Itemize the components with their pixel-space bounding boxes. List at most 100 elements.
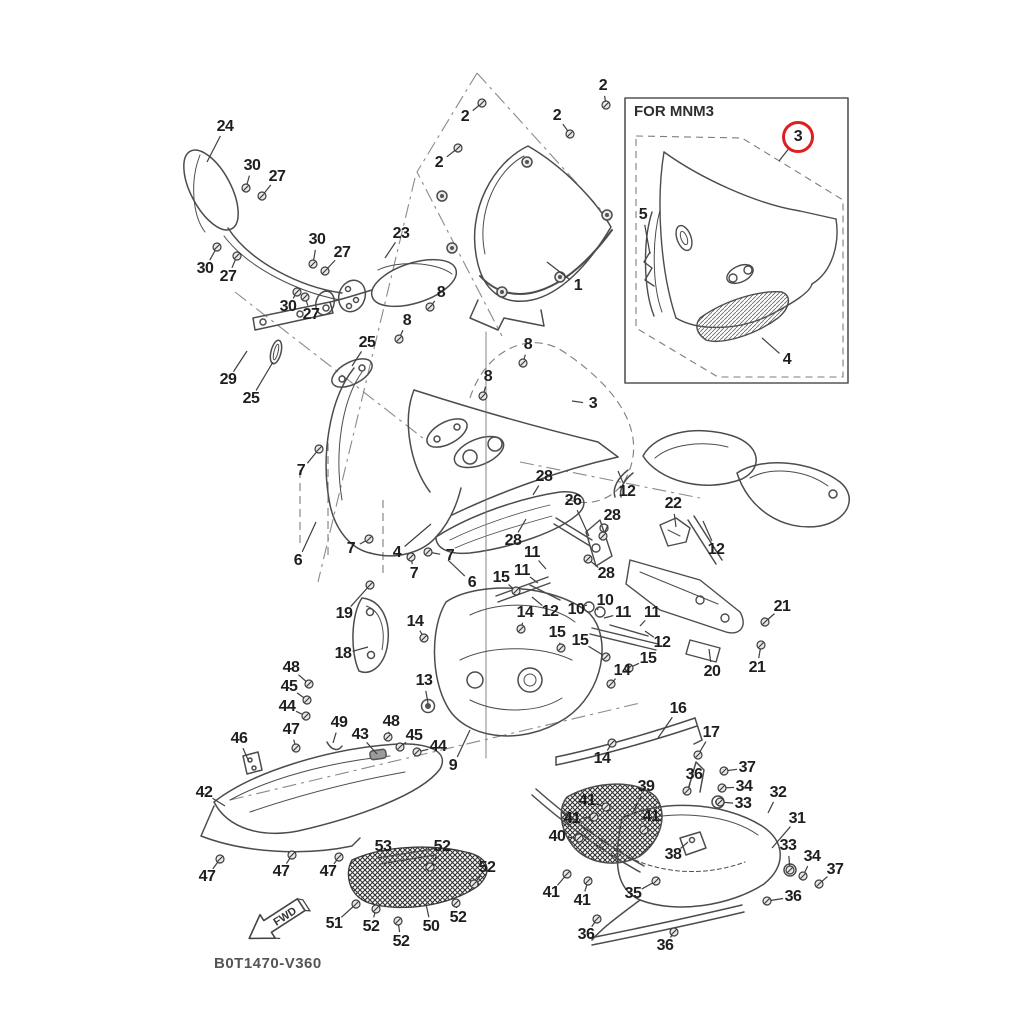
part-callout-48: 48 bbox=[282, 659, 300, 676]
part-callout-44: 44 bbox=[278, 698, 296, 715]
part-callout-47: 47 bbox=[198, 868, 216, 885]
part-callout-26: 26 bbox=[564, 492, 582, 509]
lower-strip-part bbox=[555, 717, 703, 766]
part-callout-30: 30 bbox=[243, 157, 261, 174]
part-callout-2: 2 bbox=[460, 108, 470, 125]
part-callout-29: 29 bbox=[219, 371, 237, 388]
part-callout-27: 27 bbox=[219, 268, 237, 285]
part-callout-28: 28 bbox=[535, 468, 553, 485]
part-callout-24: 24 bbox=[216, 118, 234, 135]
part-callout-17: 17 bbox=[702, 724, 720, 741]
part-callout-14: 14 bbox=[406, 613, 424, 630]
mirror-parts bbox=[183, 149, 468, 448]
part-callout-40: 40 bbox=[548, 828, 566, 845]
part-callout-47: 47 bbox=[272, 863, 290, 880]
part-callout-11: 11 bbox=[615, 604, 631, 621]
part-callout-10: 10 bbox=[567, 601, 585, 618]
part-callout-44: 44 bbox=[429, 738, 447, 755]
dashed-planes bbox=[299, 342, 634, 575]
part-callout-12: 12 bbox=[541, 603, 559, 620]
part-callout-12: 12 bbox=[707, 541, 725, 558]
part-callout-14: 14 bbox=[613, 662, 631, 679]
part-callout-52: 52 bbox=[433, 838, 451, 855]
part-callout-7: 7 bbox=[409, 565, 419, 582]
under-cowl-parts bbox=[200, 741, 443, 853]
part-callout-8: 8 bbox=[402, 312, 412, 329]
part-callout-41: 41 bbox=[642, 808, 660, 825]
part-callout-21: 21 bbox=[748, 659, 766, 676]
part-callout-35: 35 bbox=[624, 885, 642, 902]
part-callout-15: 15 bbox=[492, 569, 510, 586]
part-callout-2: 2 bbox=[434, 154, 444, 171]
part-callout-8: 8 bbox=[436, 284, 446, 301]
part-callout-28: 28 bbox=[504, 532, 522, 549]
part-callout-34: 34 bbox=[735, 778, 753, 795]
part-callout-11: 11 bbox=[644, 604, 660, 621]
part-callout-19: 19 bbox=[335, 605, 353, 622]
part-callout-48: 48 bbox=[382, 713, 400, 730]
part-callout-11: 11 bbox=[524, 544, 540, 561]
part-callout-1: 1 bbox=[573, 277, 583, 294]
part-callout-41: 41 bbox=[563, 810, 581, 827]
part-callout-7: 7 bbox=[296, 462, 306, 479]
fastener-glyphs bbox=[212, 98, 824, 937]
part-callout-52: 52 bbox=[362, 918, 380, 935]
part-callout-14: 14 bbox=[516, 604, 534, 621]
part-callout-12: 12 bbox=[618, 483, 636, 500]
front-cowl-part bbox=[325, 331, 619, 759]
inset-title: FOR MNM3 bbox=[634, 103, 714, 120]
inset-box bbox=[624, 97, 849, 384]
part-callout-45: 45 bbox=[405, 727, 423, 744]
part-callout-30: 30 bbox=[196, 260, 214, 277]
windshield-part bbox=[436, 145, 613, 331]
part-callout-34: 34 bbox=[803, 848, 821, 865]
part-callout-2: 2 bbox=[598, 77, 608, 94]
part-callout-5: 5 bbox=[638, 206, 648, 223]
part-callout-53: 53 bbox=[374, 838, 392, 855]
part-callout-8: 8 bbox=[483, 368, 493, 385]
part-callout-25: 25 bbox=[358, 334, 376, 351]
part-callout-12: 12 bbox=[653, 634, 671, 651]
part-callout-20: 20 bbox=[703, 663, 721, 680]
part-callout-4: 4 bbox=[782, 351, 792, 368]
part-callout-10: 10 bbox=[596, 592, 614, 609]
construction-lines bbox=[229, 72, 701, 801]
part-callout-36: 36 bbox=[577, 926, 595, 943]
part-callout-47: 47 bbox=[319, 863, 337, 880]
part-callout-49: 49 bbox=[330, 714, 348, 731]
mesh-grille-left bbox=[347, 846, 488, 909]
part-callout-41: 41 bbox=[573, 892, 591, 909]
part-callout-14: 14 bbox=[593, 750, 611, 767]
headlight-part bbox=[420, 587, 603, 737]
part-callout-45: 45 bbox=[280, 678, 298, 695]
part-callout-11: 11 bbox=[514, 562, 530, 579]
part-callout-47: 47 bbox=[282, 721, 300, 738]
part-callout-41: 41 bbox=[542, 884, 560, 901]
part-callout-27: 27 bbox=[268, 168, 286, 185]
part-callout-4: 4 bbox=[392, 544, 402, 561]
part-callout-6: 6 bbox=[467, 574, 477, 591]
part-callout-21: 21 bbox=[773, 598, 791, 615]
part-callout-39: 39 bbox=[637, 778, 655, 795]
part-callout-33: 33 bbox=[779, 837, 797, 854]
part-callout-7: 7 bbox=[445, 547, 455, 564]
part-callout-13: 13 bbox=[415, 672, 433, 689]
part-callout-50: 50 bbox=[422, 918, 440, 935]
part-callout-6: 6 bbox=[293, 552, 303, 569]
part-callout-23: 23 bbox=[392, 225, 410, 242]
part-callout-38: 38 bbox=[664, 846, 682, 863]
part-callout-28: 28 bbox=[603, 507, 621, 524]
part-callout-42: 42 bbox=[195, 784, 213, 801]
part-callout-7: 7 bbox=[346, 540, 356, 557]
part-callout-32: 32 bbox=[769, 784, 787, 801]
part-callout-27: 27 bbox=[302, 306, 320, 323]
part-callout-52: 52 bbox=[478, 859, 496, 876]
left-panel-parts bbox=[352, 597, 389, 673]
side-cover-parts bbox=[613, 429, 851, 565]
part-callout-3: 3 bbox=[782, 121, 814, 153]
part-callout-18: 18 bbox=[334, 645, 352, 662]
diagram-code: B0T1470-V360 bbox=[214, 955, 322, 972]
part-callout-37: 37 bbox=[738, 759, 756, 776]
